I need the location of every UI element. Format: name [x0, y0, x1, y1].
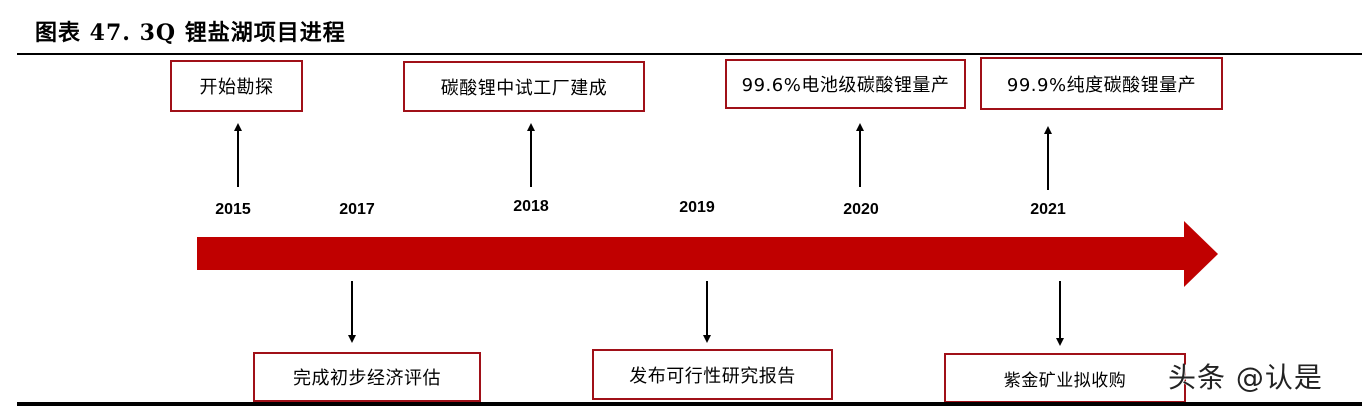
- timeline-arrow-body: [197, 237, 1185, 270]
- year-label: 2017: [339, 201, 375, 218]
- year-label: 2021: [1030, 201, 1066, 218]
- arrow-down-icon: [348, 281, 356, 343]
- watermark: 头条 @认是: [1168, 361, 1323, 394]
- event-label: 99.6%电池级碳酸锂量产: [741, 75, 950, 96]
- event-box-2015: 开始勘探: [170, 60, 303, 112]
- arrow-down-icon: [1056, 281, 1064, 346]
- year-label: 2018: [513, 198, 549, 215]
- event-box-2018: 碳酸锂中试工厂建成: [403, 61, 645, 112]
- arrow-up-icon: [527, 123, 535, 187]
- event-label: 发布可行性研究报告: [629, 365, 796, 387]
- event-box-2017: 完成初步经济评估: [253, 352, 481, 402]
- event-box-2021-acquisition: 紫金矿业拟收购: [944, 353, 1186, 403]
- arrow-up-icon: [234, 123, 242, 187]
- event-box-2021-production: 99.9%纯度碳酸锂量产: [980, 57, 1223, 110]
- arrow-up-icon: [856, 123, 864, 187]
- top-rule: [17, 53, 1362, 55]
- year-label: 2020: [843, 201, 879, 218]
- bottom-rule: [17, 402, 1362, 406]
- figure-title: 图表 47. 3Q 锂盐湖项目进程: [35, 20, 346, 46]
- year-label: 2015: [215, 201, 251, 218]
- year-label: 2019: [679, 199, 715, 216]
- arrow-down-icon: [703, 281, 711, 343]
- event-box-2020: 99.6%电池级碳酸锂量产: [725, 59, 966, 109]
- event-box-2019: 发布可行性研究报告: [592, 349, 833, 400]
- event-label: 开始勘探: [199, 77, 274, 98]
- event-label: 完成初步经济评估: [293, 368, 441, 389]
- arrow-up-icon: [1044, 126, 1052, 190]
- event-label: 碳酸锂中试工厂建成: [440, 77, 608, 99]
- event-label: 99.9%纯度碳酸锂量产: [1006, 74, 1197, 96]
- event-label: 紫金矿业拟收购: [1003, 370, 1127, 391]
- timeline-arrowhead-icon: [1184, 221, 1218, 287]
